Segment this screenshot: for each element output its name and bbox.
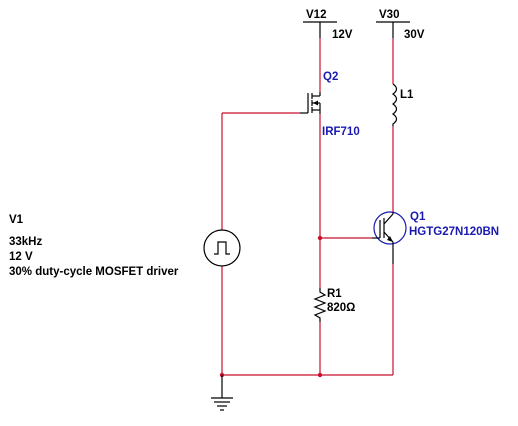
igbt-arrow-icon: [387, 236, 393, 242]
r1-value: 820Ω: [327, 302, 355, 314]
resistor-r1-symbol[interactable]: R1 820Ω: [313, 288, 355, 322]
r1-ref: R1: [327, 288, 342, 300]
v12-rail[interactable]: V12 12V: [303, 9, 353, 41]
ground-symbol[interactable]: [211, 375, 233, 411]
v1-amplitude: 12 V: [9, 251, 33, 263]
mosfet-q2-symbol[interactable]: Q2 IRF710: [300, 71, 360, 138]
v30-name: V30: [379, 9, 399, 21]
q1-part: HGTG27N120BN: [409, 226, 499, 238]
v1-ref: V1: [9, 214, 24, 226]
l1-ref: L1: [400, 89, 414, 101]
junction-dot: [317, 372, 323, 378]
v1-description: 30% duty-cycle MOSFET driver: [9, 266, 179, 278]
igbt-q1-symbol[interactable]: Q1 HGTG27N120BN: [372, 211, 499, 264]
square-wave-icon: [214, 241, 230, 255]
pulse-source-v1-symbol[interactable]: [203, 229, 241, 267]
v30-value: 30V: [404, 29, 425, 41]
v30-rail[interactable]: V30 30V: [376, 9, 425, 41]
wires: [221, 38, 394, 376]
q2-part: IRF710: [322, 126, 360, 138]
mosfet-arrow-icon: [313, 100, 318, 106]
v1-labels: V1 33kHz 12 V 30% duty-cycle MOSFET driv…: [9, 214, 179, 278]
inductor-l1-symbol[interactable]: L1: [391, 83, 414, 126]
v12-value: 12V: [332, 29, 353, 41]
q1-ref: Q1: [410, 211, 426, 223]
q2-ref: Q2: [323, 71, 338, 83]
junction-dot: [317, 235, 323, 241]
v12-name: V12: [306, 9, 326, 21]
v1-frequency: 33kHz: [9, 236, 42, 248]
